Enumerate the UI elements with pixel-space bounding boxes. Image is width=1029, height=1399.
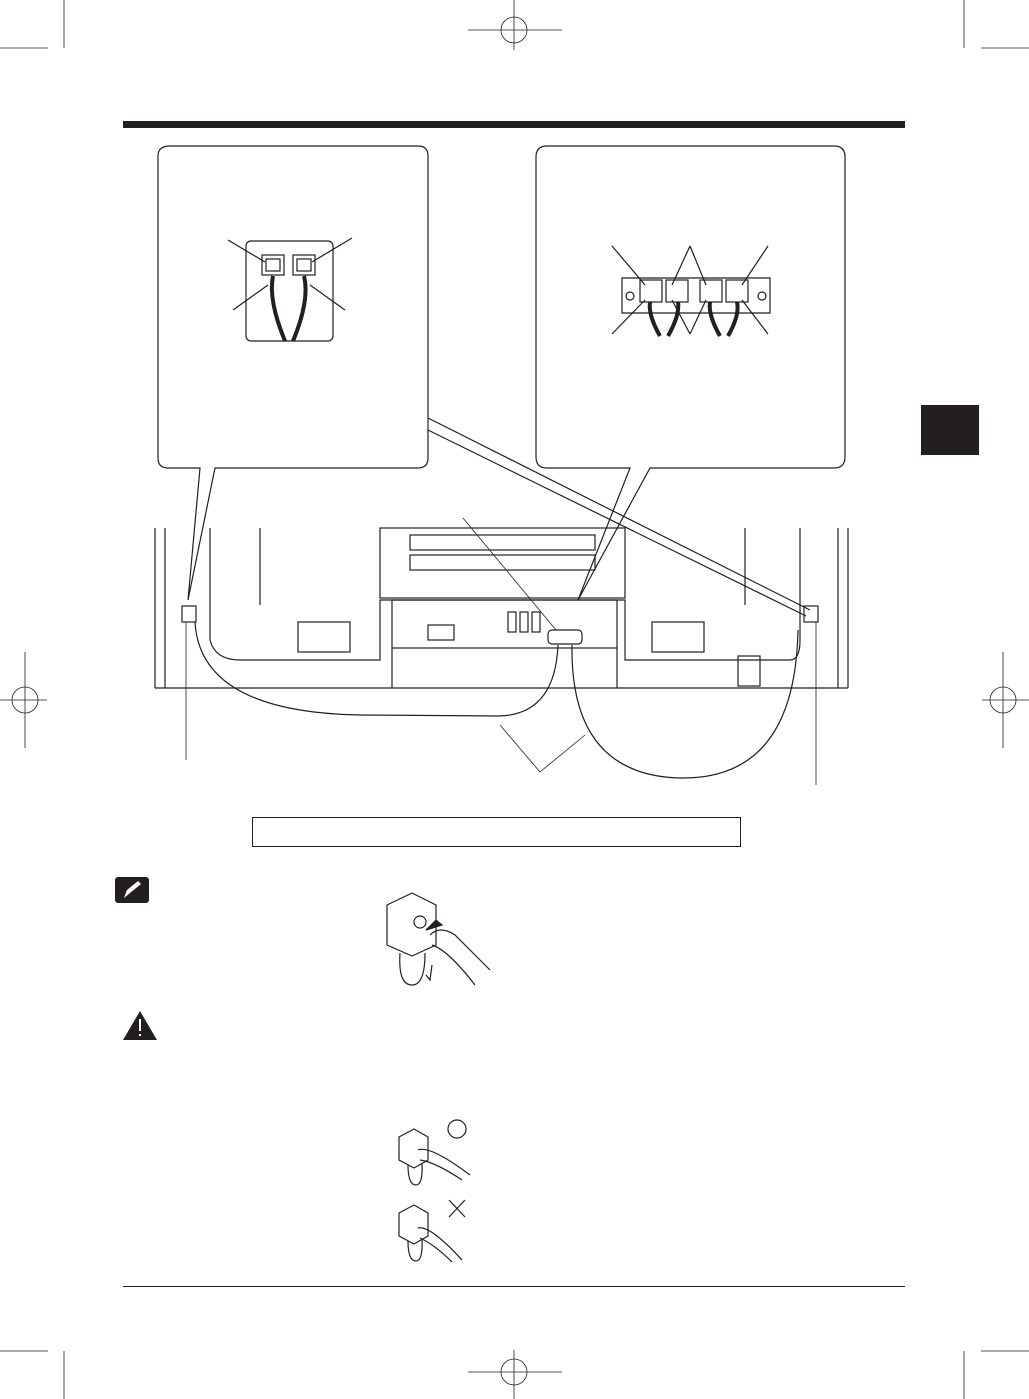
caption-box — [252, 817, 741, 847]
callout-left — [157, 145, 429, 601]
header-rule — [123, 121, 905, 128]
callout-right — [535, 145, 846, 601]
cable-tie-illustration — [386, 892, 491, 986]
tv-rear-panel — [154, 527, 849, 689]
speaker-terminal-detail-left — [227, 237, 353, 342]
pencil-note-icon — [115, 877, 149, 903]
chapter-tab — [921, 405, 979, 455]
speaker-cable-left — [194, 621, 559, 717]
warning-triangle-icon — [123, 1011, 157, 1040]
cable-tie-correct — [398, 1128, 471, 1186]
speaker-cable-right — [571, 629, 799, 779]
cross-ng-icon — [448, 1199, 466, 1218]
cable-tie-incorrect — [398, 1204, 463, 1263]
speaker-terminal-detail-right — [611, 245, 771, 337]
circle-ok-icon — [447, 1119, 467, 1139]
footer-rule — [123, 1286, 905, 1287]
